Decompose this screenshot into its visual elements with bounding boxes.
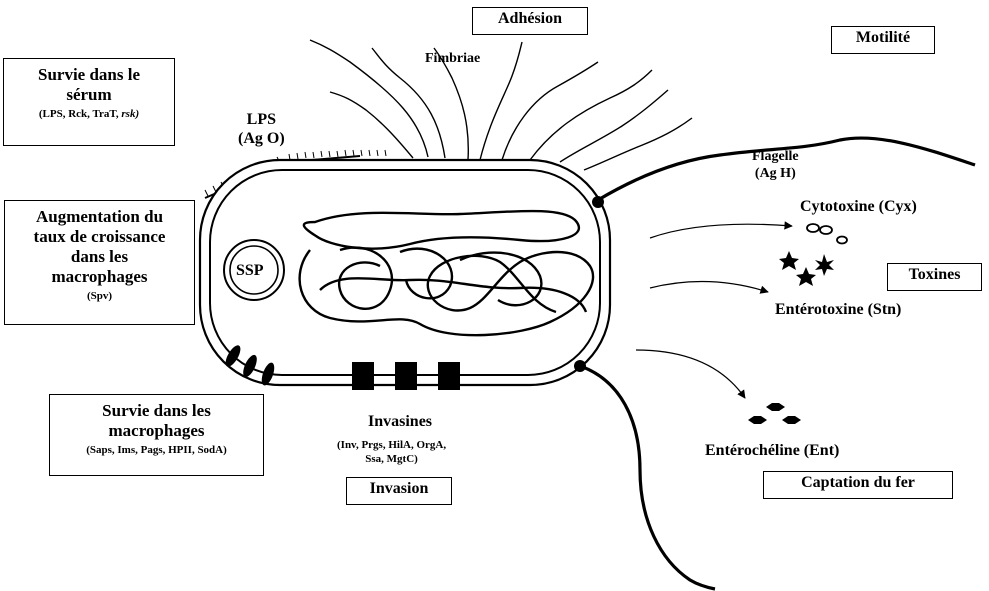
fimbriae-icon [310,40,692,170]
motilite-box: Motilité [831,26,935,54]
motilite-label: Motilité [856,29,910,46]
croissance-line-2: taux de croissance [5,227,194,247]
enterotoxin-icon [779,251,834,286]
croissance-line-3: dans les [5,247,194,267]
invasines-sub-1: (Inv, Prgs, HilA, OrgA, [337,438,446,452]
toxin-icon [807,224,847,244]
adhesion-box: Adhésion [472,7,588,35]
croissance-line-1: Augmentation du [5,207,194,227]
serum-box: Survie dans le sérum (LPS, Rck, TraT, rs… [3,58,175,146]
serum-title-1: Survie dans le [4,65,174,85]
macrophages-line-1: Survie dans les [50,401,263,421]
siderophore-icon [748,403,801,424]
invasion-box: Invasion [346,477,452,505]
flagelle-line-1: Flagelle [752,148,799,165]
toxines-box: Toxines [887,263,982,291]
captation-label: Captation du fer [801,474,915,491]
invasin-icon [352,362,460,390]
invasines-label: Invasines [368,412,432,431]
lps-line-2: (Ag O) [238,129,285,148]
cytotoxine-label: Cytotoxine (Cyx) [800,197,917,216]
macrophages-sub: (Saps, Ims, Pags, HPII, SodA) [50,443,263,457]
flagelle-line-2: (Ag H) [752,165,799,182]
croissance-sub: (Spv) [5,289,194,303]
enterocheline-label: Entérochéline (Ent) [705,441,839,460]
invasion-label: Invasion [370,480,429,497]
serum-sub: (LPS, Rck, TraT, rsk) [4,107,174,121]
serum-sub-italic: rsk) [121,108,139,120]
lps-line-1: LPS [238,110,285,129]
lps-label: LPS (Ag O) [238,110,285,148]
adhesion-label: Adhésion [498,10,562,27]
enterotoxine-label: Entérotoxine (Stn) [775,300,901,319]
serum-sub-prefix: (LPS, Rck, TraT, [39,108,122,120]
flagelle-label: Flagelle (Ag H) [752,148,799,182]
captation-box: Captation du fer [763,471,953,499]
invasines-sub: (Inv, Prgs, HilA, OrgA, Ssa, MgtC) [337,438,446,466]
invasines-sub-2: Ssa, MgtC) [337,452,446,466]
arrow-icon [636,224,792,398]
serum-title-2: sérum [4,85,174,105]
toxines-label: Toxines [909,266,961,283]
macrophages-line-2: macrophages [50,421,263,441]
fimbriae-label: Fimbriae [425,50,480,67]
croissance-box: Augmentation du taux de croissance dans … [4,200,195,325]
macrophages-box: Survie dans les macrophages (Saps, Ims, … [49,394,264,476]
ssp-label: SSP [236,261,264,280]
croissance-line-4: macrophages [5,267,194,287]
